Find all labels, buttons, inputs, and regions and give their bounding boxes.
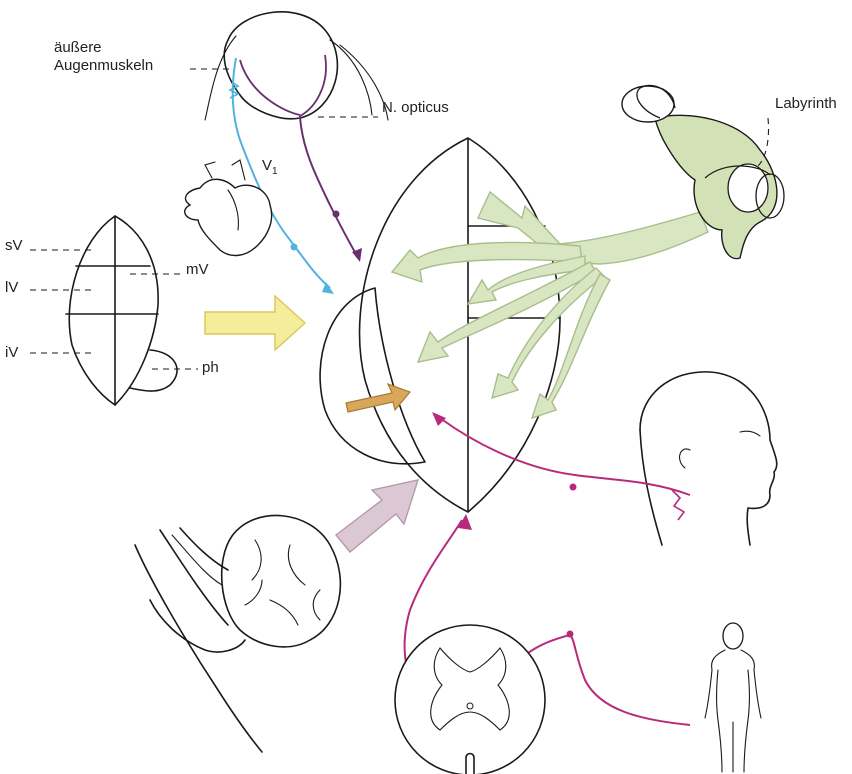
label-labyrinth: Labyrinth (775, 95, 837, 112)
label-aeussere-line2: Augenmuskeln (54, 57, 153, 74)
spinal-cord-section-icon (395, 625, 545, 774)
label-n-opticus: N. opticus (382, 99, 449, 116)
label-lV: lV (5, 279, 18, 296)
central-vestibular-nuclei (320, 138, 560, 512)
cerebellum-icon (135, 515, 340, 752)
label-v1: V1 (262, 157, 278, 177)
label-sV: sV (5, 237, 23, 254)
label-aeussere-line1: äußere (54, 39, 102, 56)
cerebellar-input-arrow (336, 480, 418, 552)
label-iV: iV (5, 344, 18, 361)
visual-input-arrow (205, 296, 305, 350)
head-profile-icon (640, 372, 777, 545)
label-ph: ph (202, 359, 219, 376)
optic-nerve-path (300, 116, 356, 254)
human-figure-icon (705, 623, 761, 772)
neck-proprioceptive-path (440, 418, 690, 495)
vestibular-nuclei-icon (66, 216, 177, 405)
label-mV: mV (186, 261, 209, 278)
heart-icon (185, 160, 272, 255)
